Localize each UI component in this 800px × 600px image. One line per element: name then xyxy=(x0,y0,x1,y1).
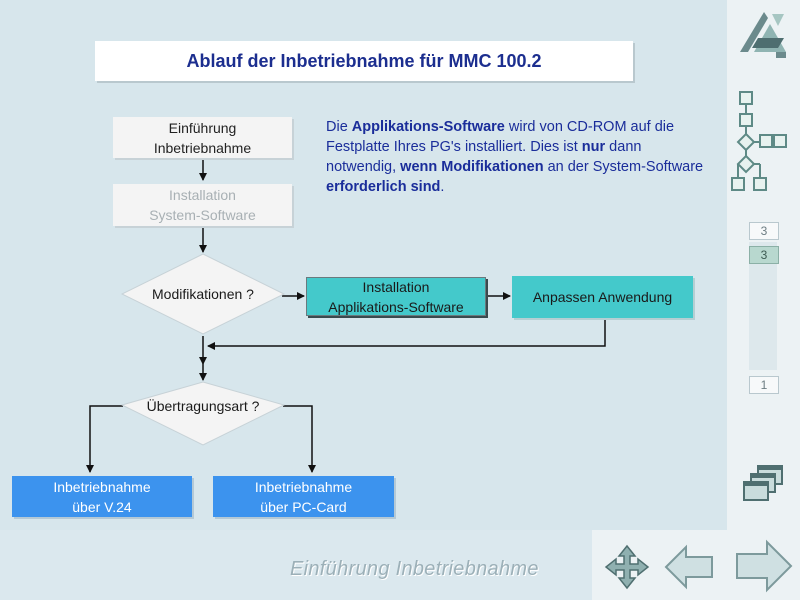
forward-arrow-icon[interactable] xyxy=(733,538,793,594)
move-icon[interactable] xyxy=(604,544,650,590)
decision-modifications-label[interactable]: Modifikationen ? xyxy=(152,286,254,302)
logo-icon[interactable] xyxy=(734,8,790,64)
intro-segment: an der System-Software xyxy=(543,159,704,175)
intro-text: Die Applikations-Software wird von CD-RO… xyxy=(326,117,706,197)
back-arrow-icon[interactable] xyxy=(664,544,716,590)
windows-icon[interactable] xyxy=(740,462,788,510)
pager-current[interactable]: 3 xyxy=(749,246,779,264)
pager-bottom[interactable]: 1 xyxy=(749,376,779,394)
pager-top[interactable]: 3 xyxy=(749,222,779,240)
step-system-install-box[interactable]: Installation System-Software xyxy=(113,184,292,226)
page-title: Ablauf der Inbetriebnahme für MMC 100.2 xyxy=(95,41,633,81)
step-adapt-box[interactable]: Anpassen Anwendung xyxy=(512,276,693,318)
step-intro-box[interactable]: Einführung Inbetriebnahme xyxy=(113,117,292,158)
intro-emphasis: erforderlich sind xyxy=(326,179,441,195)
intro-segment: Die xyxy=(326,119,352,135)
intro-segment: dann notwendig, xyxy=(326,139,642,175)
intro-emphasis: nur xyxy=(581,139,606,155)
step-pccard-box[interactable]: Inbetriebnahme über PC-Card xyxy=(213,476,394,517)
section-title: Einführung Inbetriebnahme xyxy=(290,558,539,580)
intro-segment: . xyxy=(440,179,445,195)
step-v24-box[interactable]: Inbetriebnahme über V.24 xyxy=(12,476,192,517)
intro-emphasis: Applikations-Software xyxy=(351,119,505,135)
step-app-install-box[interactable]: Installation Applikations-Software xyxy=(306,277,486,316)
intro-emphasis: wenn Modifikationen xyxy=(400,159,544,175)
decision-transfer-label[interactable]: Übertragungsart ? xyxy=(146,398,260,414)
flowchart-icon[interactable] xyxy=(730,88,790,198)
intro-segment: wird von CD-ROM auf die Festplatte Ihres… xyxy=(326,119,675,155)
